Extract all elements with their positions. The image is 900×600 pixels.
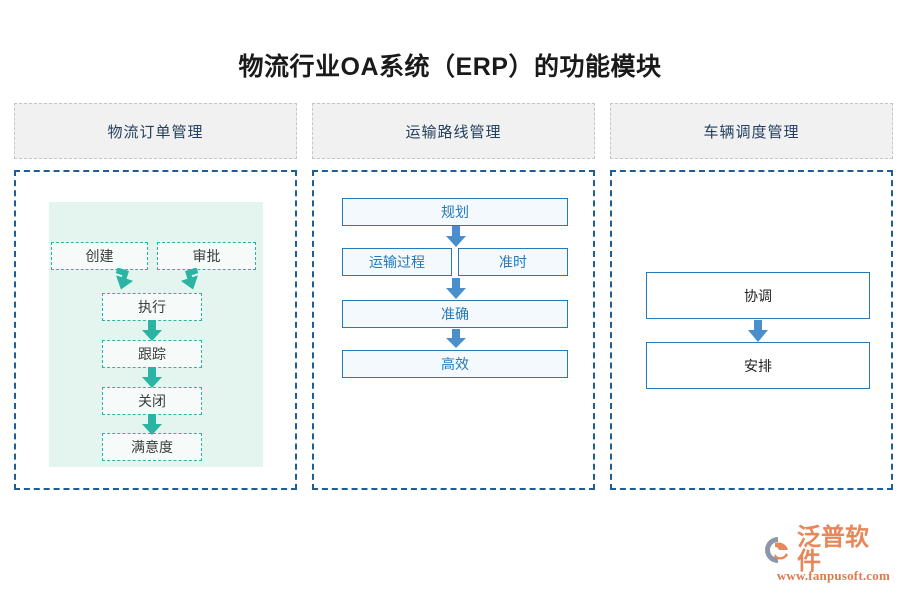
column-transport-route-management: 运输路线管理 规划 运输过程 准时 准确 [312, 103, 595, 490]
column-header-logistics-order-management: 物流订单管理 [14, 103, 297, 159]
node-ontime[interactable]: 准时 [458, 248, 568, 276]
node-transport-process[interactable]: 运输过程 [342, 248, 452, 276]
node-create[interactable]: 创建 [51, 242, 148, 270]
node-close[interactable]: 关闭 [102, 387, 202, 415]
column-body-vehicle-dispatch-management: 协调 安排 [610, 170, 893, 490]
arrow-coordinate-to-arrange [746, 320, 770, 343]
fanpu-logo: 泛普软件 www.fanpusoft.com [762, 526, 890, 585]
node-track[interactable]: 跟踪 [102, 340, 202, 368]
fanpu-logo-icon [762, 534, 794, 566]
column-vehicle-dispatch-management: 车辆调度管理 协调 安排 [610, 103, 893, 490]
logo-row: 泛普软件 [762, 526, 890, 574]
arrow-plan-to-transport [444, 226, 468, 248]
arrow-transport-to-accurate [444, 278, 468, 300]
column-body-transport-route-management: 规划 运输过程 准时 准确 [312, 170, 595, 490]
node-accurate[interactable]: 准确 [342, 300, 568, 328]
node-efficient[interactable]: 高效 [342, 350, 568, 378]
node-arrange[interactable]: 安排 [646, 342, 870, 389]
node-satisfaction[interactable]: 满意度 [102, 433, 202, 461]
column-header-transport-route-management: 运输路线管理 [312, 103, 595, 159]
column-logistics-order-management: 物流订单管理 创建 审批 执行 [14, 103, 297, 490]
page-title: 物流行业OA系统（ERP）的功能模块 [238, 53, 662, 81]
logo-company-name: 泛普软件 [797, 524, 869, 575]
column-body-logistics-order-management: 创建 审批 执行 [14, 170, 297, 490]
arrow-accurate-to-efficient [444, 329, 468, 349]
column-header-vehicle-dispatch-management: 车辆调度管理 [610, 103, 893, 159]
node-coordinate[interactable]: 协调 [646, 272, 870, 319]
node-plan[interactable]: 规划 [342, 198, 568, 226]
node-approve[interactable]: 审批 [157, 242, 256, 270]
node-execute[interactable]: 执行 [102, 293, 202, 321]
logo-website-url: www.fanpusoft.com [776, 568, 890, 583]
